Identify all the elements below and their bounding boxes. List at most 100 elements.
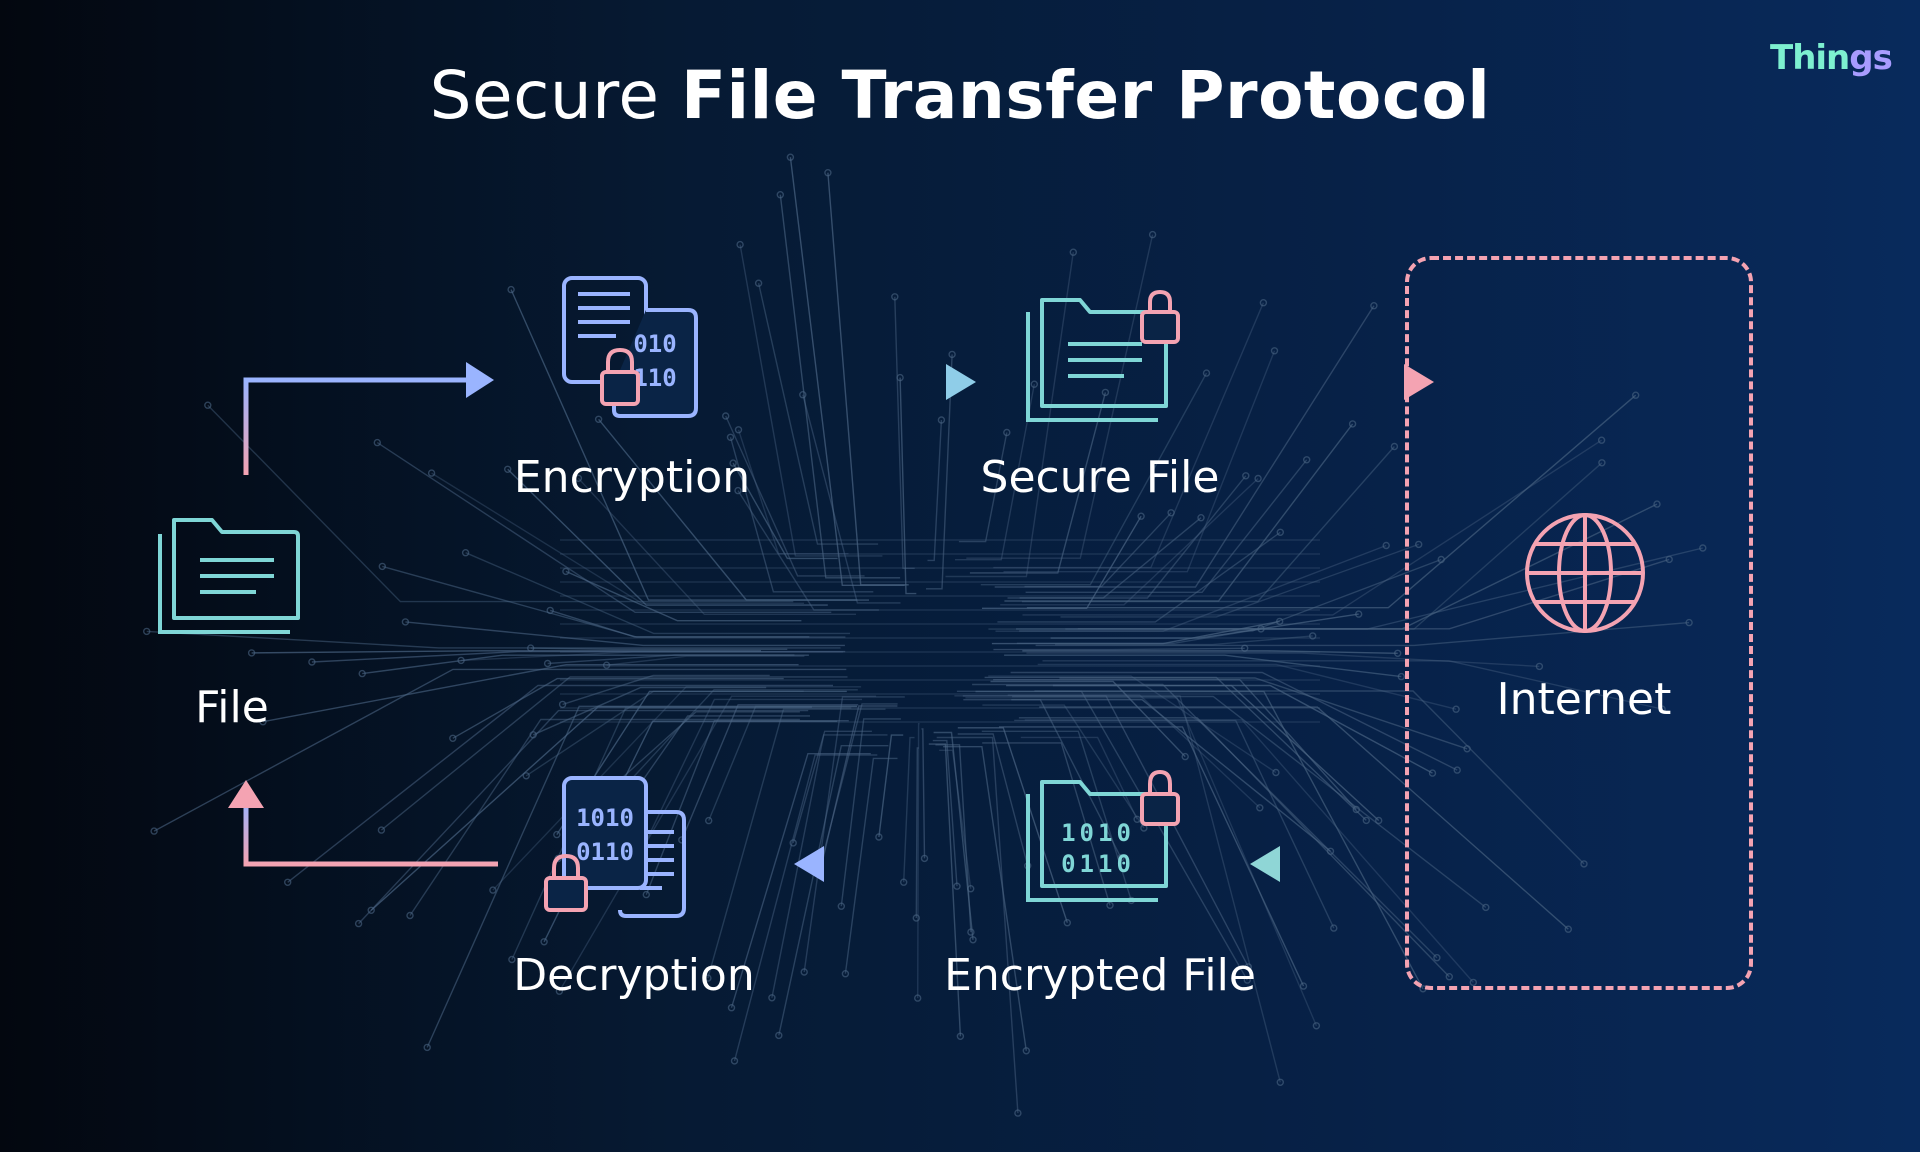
circuit-node	[1244, 963, 1253, 971]
circuit-trace	[917, 723, 920, 999]
circuit-node	[1453, 766, 1461, 774]
arrow-encryption-to-secure-file	[790, 364, 976, 400]
circuit-node	[259, 718, 267, 726]
circuit-trace	[1018, 717, 1450, 978]
circuit-node	[914, 994, 922, 1002]
circuit-trace	[507, 468, 828, 606]
circuit-trace	[598, 711, 800, 800]
circuit-trace	[993, 647, 1245, 651]
circuit-node	[1167, 509, 1175, 517]
circuit-trace	[1022, 650, 1398, 654]
circuit-node	[776, 190, 784, 199]
circuit-trace	[792, 730, 872, 844]
circuit-trace	[1003, 350, 1276, 573]
circuit-trace	[362, 654, 809, 675]
circuit-trace	[645, 720, 849, 895]
circuit-node	[1003, 428, 1011, 437]
circuit-node	[967, 928, 975, 936]
circuit-node	[543, 659, 552, 668]
label-encrypted-file: Encrypted File	[944, 950, 1256, 1001]
circuit-trace	[933, 731, 974, 940]
circuit-node	[562, 567, 570, 576]
circuit-trace	[928, 743, 962, 1037]
circuit-trace	[1014, 719, 1335, 929]
circuit-trace	[1026, 394, 1637, 609]
circuit-trace	[287, 684, 833, 883]
circuit-node	[768, 994, 776, 1002]
circuit-node	[800, 968, 808, 976]
circuit-node	[891, 293, 899, 301]
circuit-trace	[380, 676, 848, 831]
circuit-trace	[530, 647, 788, 650]
circuit-node	[1397, 672, 1406, 681]
label-encryption: Encryption	[513, 452, 751, 503]
circuit-node	[1117, 854, 1125, 862]
circuit-trace	[1059, 677, 1468, 750]
lock-icon	[1140, 289, 1180, 344]
circuit-trace	[994, 305, 1375, 588]
circuit-trace	[1055, 635, 1313, 646]
circuit-node	[1665, 555, 1673, 564]
circuit-node	[527, 644, 535, 652]
circuit-node	[937, 416, 946, 424]
circuit-node	[642, 890, 650, 899]
circuit-node	[920, 854, 929, 863]
circuit-trace	[1042, 660, 1663, 710]
circuit-trace	[562, 674, 770, 706]
label-file: File	[195, 682, 269, 733]
circuit-node	[284, 878, 292, 886]
circuit-node	[799, 391, 807, 399]
circuit-node	[1137, 512, 1145, 520]
circuit-trace	[789, 157, 905, 586]
circuit-node	[704, 974, 712, 982]
circuit-trace	[207, 404, 794, 603]
circuit-trace	[405, 621, 845, 647]
circuit-trace	[990, 680, 1186, 758]
folder-icon	[158, 518, 300, 634]
circuit-trace	[955, 384, 1035, 561]
label-internet: Internet	[1496, 674, 1672, 725]
circuit-node	[956, 1032, 965, 1041]
circuit-trace	[729, 437, 874, 593]
circuit-node	[837, 902, 845, 910]
circuit-trace	[732, 462, 838, 560]
circuit-trace	[1000, 477, 1259, 606]
circuit-trace	[803, 696, 905, 973]
circuit-trace	[737, 429, 849, 555]
brand-logo: Things	[1770, 38, 1893, 78]
circuit-node	[1352, 805, 1361, 814]
circuit-node	[1063, 919, 1072, 927]
circuit-trace	[999, 726, 1305, 987]
circuit-trace	[558, 695, 877, 992]
circuit-node	[1069, 248, 1078, 256]
circuit-trace	[725, 415, 865, 577]
circuit-trace	[939, 749, 972, 889]
circuit-trace	[980, 372, 1208, 586]
lock-icon	[544, 853, 588, 912]
circuit-node	[1598, 459, 1606, 467]
circuit-trace	[737, 490, 879, 611]
circuit-trace	[465, 552, 850, 635]
circuit-node	[423, 1043, 431, 1052]
circuit-node	[1022, 1047, 1031, 1055]
circuit-trace	[565, 570, 802, 622]
circuit-node	[754, 279, 763, 287]
circuit-node	[508, 955, 516, 964]
circuit-node	[1469, 978, 1478, 987]
circuit-node	[1312, 1022, 1321, 1030]
circuit-trace	[409, 718, 800, 916]
circuit-node	[824, 168, 832, 177]
circuit-node	[734, 426, 743, 434]
circuit-trace	[1004, 423, 1354, 602]
circuit-node	[789, 839, 797, 847]
circuit-trace	[969, 392, 1107, 574]
circuit-trace	[963, 699, 1122, 859]
circuit-node	[1393, 649, 1402, 657]
circuit-trace	[730, 753, 871, 1008]
circuit-node	[1452, 705, 1460, 713]
circuit-trace	[1024, 719, 1474, 983]
circuit-node	[1148, 230, 1157, 239]
circuit-node	[1259, 299, 1268, 307]
circuit-node	[1382, 541, 1390, 550]
circuit-node	[574, 474, 583, 482]
